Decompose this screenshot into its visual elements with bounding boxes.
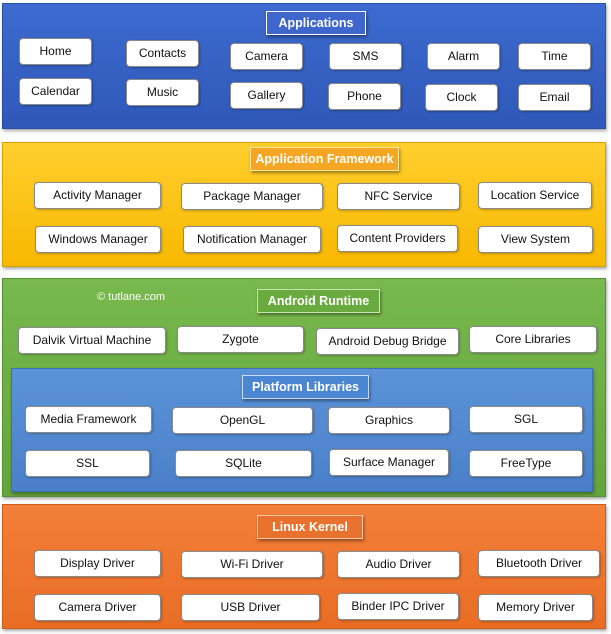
platform-libraries-title: Platform Libraries bbox=[242, 375, 369, 399]
applications-title: Applications bbox=[266, 11, 366, 35]
app-home: Home bbox=[19, 38, 92, 65]
lk-camera-driver: Camera Driver bbox=[34, 594, 161, 621]
rt-core-libraries: Core Libraries bbox=[469, 326, 597, 353]
lk-memory-driver: Memory Driver bbox=[478, 594, 593, 621]
pl-graphics: Graphics bbox=[328, 407, 450, 434]
fw-notification-manager: Notification Manager bbox=[183, 226, 321, 253]
app-music: Music bbox=[126, 79, 199, 106]
rt-android-debug-bridge: Android Debug Bridge bbox=[316, 328, 459, 355]
lk-audio-driver: Audio Driver bbox=[337, 551, 460, 578]
fw-location-service: Location Service bbox=[478, 182, 592, 209]
pl-freetype: FreeType bbox=[469, 450, 583, 477]
fw-content-providers: Content Providers bbox=[337, 225, 458, 252]
android-runtime-title: Android Runtime bbox=[257, 289, 380, 313]
app-camera: Camera bbox=[230, 43, 303, 70]
app-gallery: Gallery bbox=[230, 82, 303, 109]
app-phone: Phone bbox=[328, 83, 401, 110]
rt-dalvik-virtual-machine: Dalvik Virtual Machine bbox=[18, 327, 166, 354]
application-framework-title: Application Framework bbox=[250, 147, 399, 171]
pl-opengl: OpenGL bbox=[172, 407, 313, 434]
pl-sqlite: SQLite bbox=[175, 450, 312, 477]
lk-wifi-driver: Wi-Fi Driver bbox=[181, 551, 323, 578]
app-clock: Clock bbox=[425, 84, 498, 111]
app-email: Email bbox=[518, 84, 591, 111]
lk-bluetooth-driver: Bluetooth Driver bbox=[478, 550, 600, 577]
app-sms: SMS bbox=[329, 43, 402, 70]
pl-media-framework: Media Framework bbox=[25, 406, 152, 433]
fw-activity-manager: Activity Manager bbox=[34, 182, 161, 209]
pl-ssl: SSL bbox=[25, 450, 150, 477]
fw-windows-manager: Windows Manager bbox=[35, 226, 161, 253]
copyright-text: © tutlane.com bbox=[97, 291, 166, 303]
fw-nfc-service: NFC Service bbox=[337, 183, 460, 210]
app-time: Time bbox=[518, 43, 591, 70]
pl-surface-manager: Surface Manager bbox=[329, 449, 449, 476]
fw-package-manager: Package Manager bbox=[181, 183, 323, 210]
app-calendar: Calendar bbox=[19, 78, 92, 105]
lk-usb-driver: USB Driver bbox=[181, 594, 320, 621]
app-contacts: Contacts bbox=[126, 40, 199, 67]
lk-binder-ipc-driver: Binder IPC Driver bbox=[337, 593, 459, 620]
linux-kernel-title: Linux Kernel bbox=[257, 515, 363, 539]
pl-sgl: SGL bbox=[469, 406, 583, 433]
fw-view-system: View System bbox=[478, 226, 593, 253]
app-alarm: Alarm bbox=[427, 43, 500, 70]
rt-zygote: Zygote bbox=[177, 326, 304, 353]
lk-display-driver: Display Driver bbox=[34, 550, 161, 577]
